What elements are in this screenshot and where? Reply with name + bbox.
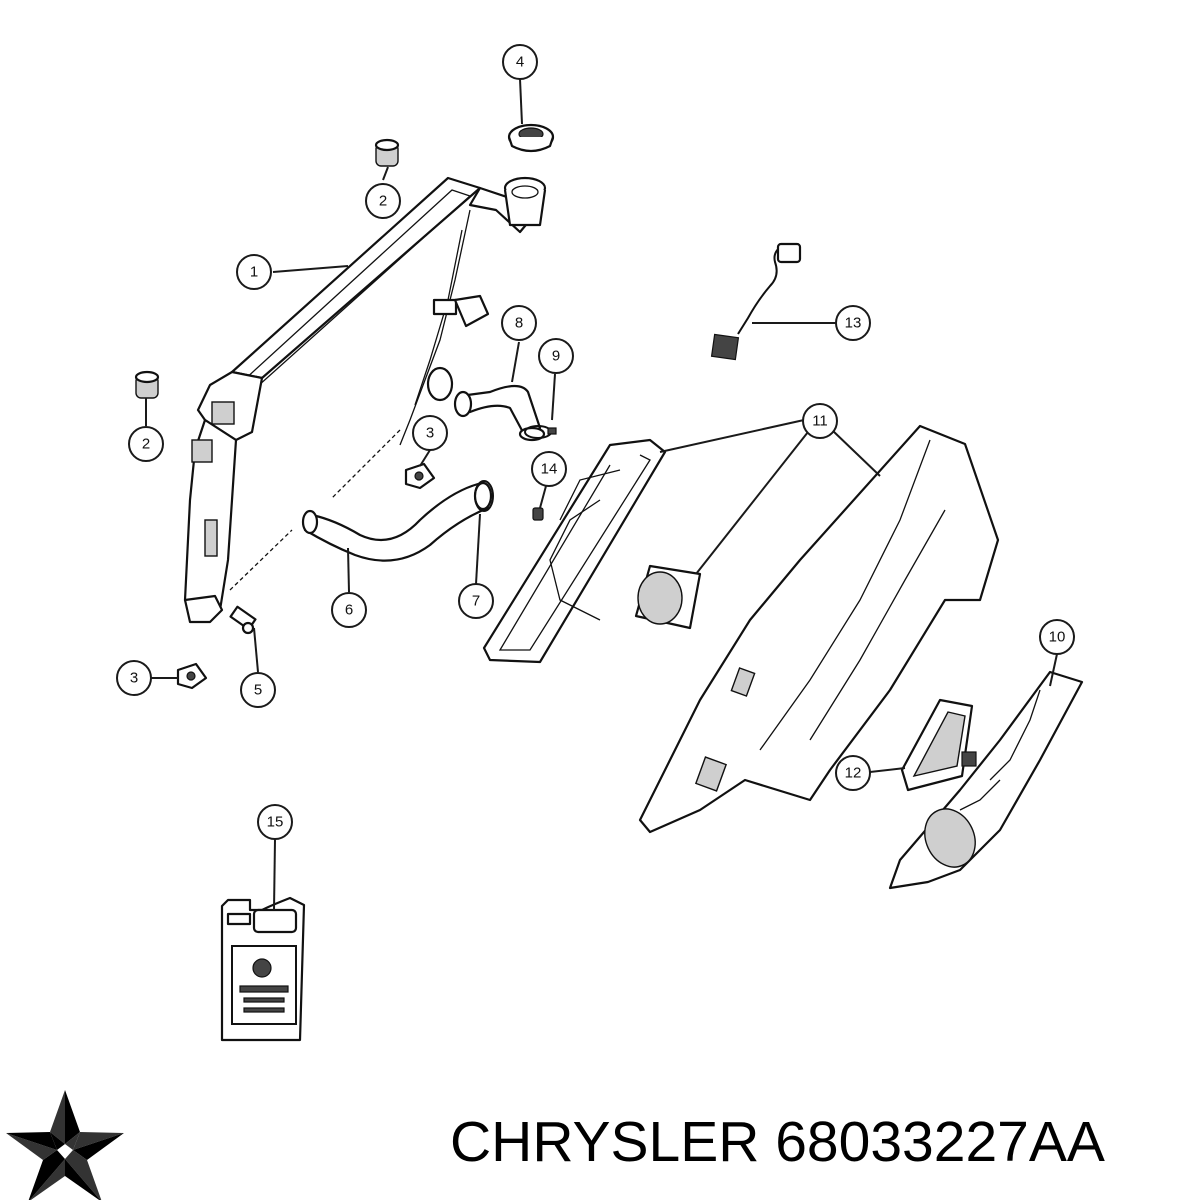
callout-label: 11 [812, 413, 828, 430]
connector-part [532, 507, 544, 521]
callout-label: 3 [130, 670, 138, 687]
drain-cock-part [229, 605, 257, 635]
callout-13: 13 [835, 305, 871, 341]
retainer-upper-part [404, 462, 436, 490]
callout-label: 2 [379, 193, 387, 210]
callout-label: 10 [1049, 629, 1066, 646]
lower-hose-clamp-part [474, 480, 494, 512]
upper-hose-part [453, 384, 546, 442]
insulator-upper-part [374, 138, 400, 167]
callout-3-lower: 3 [116, 660, 152, 696]
retainer-lower-part [176, 662, 208, 690]
callout-6: 6 [331, 592, 367, 628]
auxiliary-fan-part [888, 670, 1084, 890]
callout-label: 8 [515, 315, 523, 332]
fan-shroud-part [482, 424, 1000, 834]
callout-label: 9 [552, 348, 560, 365]
hose-clamp-part [524, 425, 557, 439]
brand-name: CHRYSLER [450, 1110, 760, 1174]
brand-part-number-caption: CHRYSLER 68033227AA [450, 1102, 1190, 1182]
callout-15: 15 [257, 804, 293, 840]
callout-label: 1 [250, 264, 258, 281]
callout-label: 2 [142, 436, 150, 453]
callout-3-upper: 3 [412, 415, 448, 451]
wiring-harness-part [710, 242, 802, 361]
insulator-lower-part [134, 370, 160, 399]
callout-label: 15 [267, 814, 284, 831]
radiator-part [183, 176, 547, 624]
callout-2-upper: 2 [365, 183, 401, 219]
callout-label: 7 [472, 593, 480, 610]
callout-label: 4 [516, 54, 524, 71]
callout-10: 10 [1039, 619, 1075, 655]
callout-7: 7 [458, 583, 494, 619]
callout-14: 14 [531, 451, 567, 487]
coolant-jug-part [220, 896, 306, 1042]
callout-label: 12 [845, 765, 862, 782]
callout-5: 5 [240, 672, 276, 708]
callout-11: 11 [802, 403, 838, 439]
lower-hose-part [301, 481, 493, 562]
radiator-cap-part [507, 123, 555, 153]
callout-label: 14 [541, 461, 558, 478]
callout-label: 5 [254, 682, 262, 699]
callout-12: 12 [835, 755, 871, 791]
leader-lines [145, 78, 1058, 911]
chrysler-pentastar-logo [6, 1090, 124, 1200]
callout-8: 8 [501, 305, 537, 341]
callout-1: 1 [236, 254, 272, 290]
callout-label: 13 [845, 315, 862, 332]
callout-2-lower: 2 [128, 426, 164, 462]
resistor-module-part [900, 698, 977, 792]
callout-label: 6 [345, 602, 353, 619]
callout-9: 9 [538, 338, 574, 374]
callout-label: 3 [426, 425, 434, 442]
part-number: 68033227AA [775, 1110, 1105, 1174]
callout-4: 4 [502, 44, 538, 80]
